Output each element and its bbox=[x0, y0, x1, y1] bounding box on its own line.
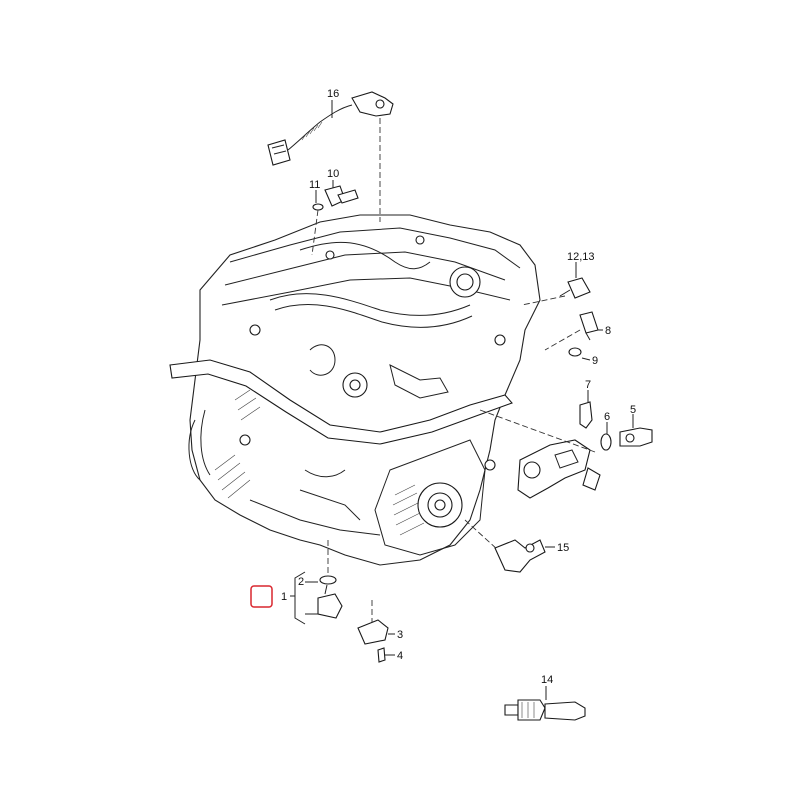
callout-16: 16 bbox=[327, 88, 339, 100]
callout-4: 4 bbox=[397, 650, 403, 662]
callout-12-13: 12,13 bbox=[567, 251, 595, 263]
part-1-2-3-4-sensor-assembly bbox=[290, 540, 395, 663]
part-16-sensor-harness bbox=[267, 91, 394, 222]
callout-15: 15 bbox=[557, 542, 569, 554]
callout-8: 8 bbox=[605, 325, 611, 337]
callout-10: 10 bbox=[327, 168, 339, 180]
part-8-9-sensor-oring bbox=[544, 311, 603, 361]
callout-7: 7 bbox=[585, 379, 591, 391]
callout-3: 3 bbox=[397, 629, 403, 641]
highlight-box bbox=[250, 585, 273, 608]
callout-1: 1 bbox=[281, 591, 287, 603]
callout-2: 2 bbox=[298, 576, 304, 588]
part-10-11-sensor-seal bbox=[311, 180, 359, 256]
part-12-13-sensor bbox=[521, 262, 591, 306]
callout-11: 11 bbox=[309, 179, 320, 191]
part-14-sensor bbox=[504, 686, 586, 721]
callout-14: 14 bbox=[541, 674, 553, 686]
callout-6: 6 bbox=[604, 411, 610, 423]
part-15-bracket-sensor bbox=[464, 519, 555, 573]
part-5-6-7-flange-sensor bbox=[479, 390, 653, 499]
callout-5: 5 bbox=[630, 404, 636, 416]
engine-block bbox=[169, 214, 541, 566]
callout-9: 9 bbox=[592, 355, 598, 367]
